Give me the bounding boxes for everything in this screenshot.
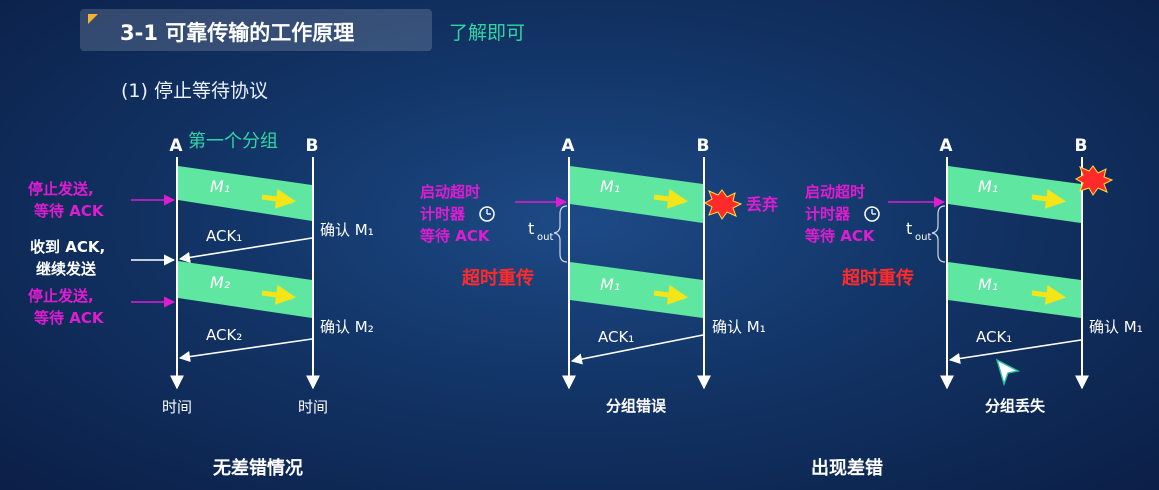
confirm-label: 确认 M₁ [712, 318, 766, 336]
note-line1: 启动超时 [420, 183, 480, 201]
time-label-b: 时间 [298, 398, 328, 416]
clock-icon [479, 206, 495, 222]
frame-m1 [178, 166, 312, 221]
note-line3: 等待 ACK [805, 227, 876, 245]
direction-arrow [261, 188, 296, 209]
tout-subscript: out [915, 232, 931, 243]
timeout-brace [931, 205, 946, 263]
retransmit-label: 超时重传 [842, 267, 914, 289]
node-a-label: A [939, 136, 953, 156]
confirm2-label: 确认 M₂ [320, 318, 374, 336]
node-b-label: B [306, 136, 319, 156]
node-a-label: A [561, 136, 575, 156]
node-b-label: B [1075, 136, 1088, 156]
ack1-arrow [178, 237, 313, 263]
note-receive-line1: 收到 ACK, [30, 238, 105, 256]
tout-label: t [528, 219, 534, 238]
scenario-label: 分组错误 [606, 397, 667, 415]
note-stop2-line1: 停止发送, [28, 287, 94, 305]
caption-error: 出现差错 [811, 457, 883, 479]
time-label-a: 时间 [162, 398, 192, 416]
direction-arrow [1031, 284, 1066, 305]
ack-label: ACK₁ [976, 328, 1012, 346]
direction-arrow [1031, 188, 1066, 209]
scenario-label: 分组丢失 [985, 397, 1046, 415]
clock-icon [864, 206, 880, 222]
group-label: 第一个分组 [188, 131, 278, 152]
error-burst-icon [703, 189, 743, 220]
direction-arrow [653, 188, 688, 209]
note-line2: 计时器 [805, 205, 851, 223]
note-line2: 计时器 [420, 205, 466, 223]
frame-m2 [178, 261, 312, 318]
section-subtitle: (1) 停止等待协议 [121, 80, 268, 102]
ack2-label: ACK₂ [206, 326, 242, 344]
confirm-label: 确认 M₁ [1089, 318, 1143, 336]
retransmit-label: 超时重传 [462, 267, 534, 289]
node-b-label: B [697, 136, 710, 156]
ack1-label: ACK₁ [206, 227, 242, 245]
ack-arrow [948, 339, 1082, 365]
discard-label: 丢弃 [746, 195, 778, 214]
frame-m1-label: M₁ [978, 177, 998, 196]
panel-frame-loss: A B M₁ M₁ ACK₁ 确认 M₁ 启动超时 计时器 等待 ACK t o… [805, 136, 1143, 415]
frame-m1 [570, 166, 703, 223]
note-stop1-line2: 等待 ACK [34, 202, 105, 220]
ack2-arrow [178, 338, 313, 363]
frame-m1-retransmit [570, 262, 703, 318]
tout-label: t [906, 219, 912, 238]
panel-frame-error: A B M₁ 丢弃 M₁ ACK₁ 确认 M₁ 启动超时 计时器 等待 ACK … [420, 136, 778, 415]
title-bar [80, 9, 432, 51]
title-tag: 了解即可 [449, 22, 526, 44]
frame-retx-label: M₁ [978, 275, 998, 294]
note-stop1-line1: 停止发送, [28, 180, 94, 198]
note-line1: 启动超时 [805, 183, 865, 201]
title-corner-marker [88, 14, 98, 24]
loss-burst-icon [1074, 165, 1114, 196]
frame-m1-label: M₁ [600, 177, 620, 196]
timeout-brace [553, 205, 568, 263]
direction-arrow [261, 284, 296, 305]
note-stop2-line2: 等待 ACK [34, 309, 105, 327]
panel-no-error: A B 第一个分组 M₁ M₂ ACK₁ ACK₂ 确认 M₁ 确认 M₂ 停止… [28, 131, 374, 479]
frame-m1 [948, 166, 1081, 223]
mouse-cursor-icon [995, 358, 1021, 387]
tout-subscript: out [537, 232, 553, 243]
node-a-label: A [169, 136, 183, 156]
ack-arrow [570, 334, 704, 365]
note-line3: 等待 ACK [420, 227, 491, 245]
ack-label: ACK₁ [598, 328, 634, 346]
frame-m1-label: M₁ [210, 177, 230, 196]
note-receive-line2: 继续发送 [36, 260, 97, 278]
direction-arrow [653, 284, 688, 305]
caption-no-error: 无差错情况 [213, 457, 303, 479]
confirm1-label: 确认 M₁ [320, 221, 374, 239]
page-title: 3-1 可靠传输的工作原理 [120, 21, 355, 45]
frame-retx-label: M₁ [600, 275, 620, 294]
frame-m2-label: M₂ [210, 273, 231, 292]
frame-m1-retransmit [948, 262, 1081, 318]
